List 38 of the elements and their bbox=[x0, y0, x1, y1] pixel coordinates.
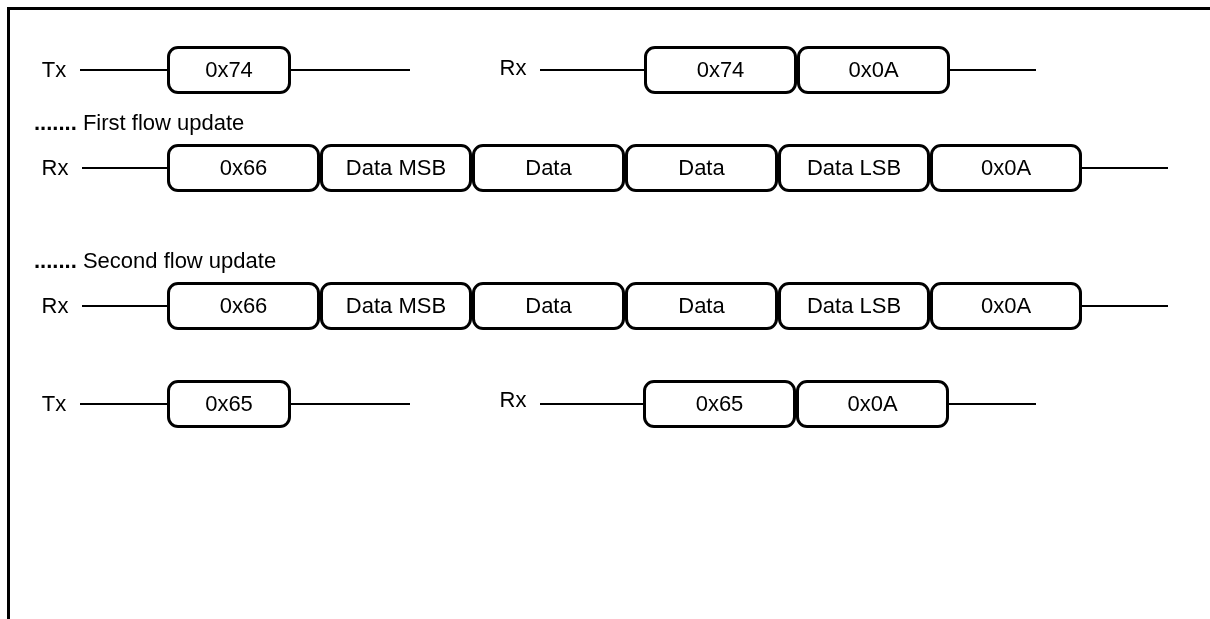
byte-field: 0x0A bbox=[930, 144, 1082, 192]
signal-line bbox=[1081, 167, 1169, 169]
byte-field: Data bbox=[472, 282, 625, 330]
signal-label: Rx bbox=[496, 54, 530, 82]
signal-label: Tx bbox=[38, 56, 70, 84]
byte-field: Data MSB bbox=[320, 282, 472, 330]
section-note: ....... First flow update bbox=[34, 110, 245, 136]
byte-field: Data LSB bbox=[778, 282, 930, 330]
signal-line bbox=[290, 403, 411, 405]
byte-field: Data bbox=[472, 144, 625, 192]
signal-line bbox=[81, 305, 168, 307]
signal-label: Rx bbox=[496, 386, 530, 414]
byte-field: 0x74 bbox=[167, 46, 291, 94]
byte-field: 0x65 bbox=[643, 380, 796, 428]
signal-line bbox=[79, 69, 168, 71]
signal-label: Rx bbox=[38, 154, 72, 182]
byte-field: 0x66 bbox=[167, 282, 320, 330]
section-note: ....... Second flow update bbox=[34, 248, 277, 274]
byte-field: Data bbox=[625, 144, 778, 192]
signal-line bbox=[290, 69, 411, 71]
byte-field: 0x66 bbox=[167, 144, 320, 192]
byte-field: Data MSB bbox=[320, 144, 472, 192]
signal-line bbox=[539, 69, 645, 71]
signal-line bbox=[81, 167, 168, 169]
byte-field: 0x65 bbox=[167, 380, 291, 428]
byte-field: 0x0A bbox=[796, 380, 949, 428]
signal-label: Tx bbox=[38, 390, 70, 418]
byte-field: 0x0A bbox=[797, 46, 950, 94]
signal-line bbox=[949, 69, 1037, 71]
signal-label: Rx bbox=[38, 292, 72, 320]
signal-line bbox=[539, 403, 644, 405]
signal-line bbox=[79, 403, 168, 405]
byte-field: Data LSB bbox=[778, 144, 930, 192]
signal-line bbox=[948, 403, 1037, 405]
byte-field: 0x74 bbox=[644, 46, 797, 94]
byte-field: 0x0A bbox=[930, 282, 1082, 330]
byte-field: Data bbox=[625, 282, 778, 330]
signal-line bbox=[1081, 305, 1169, 307]
